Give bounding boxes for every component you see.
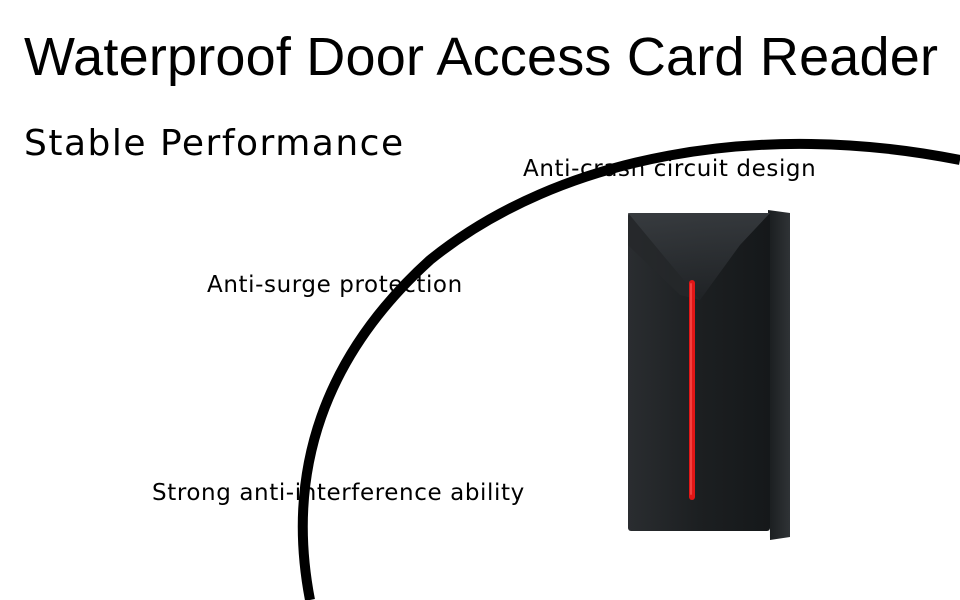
card-reader-image xyxy=(628,210,790,540)
device-side-face xyxy=(768,210,790,540)
page-title: Waterproof Door Access Card Reader xyxy=(24,27,939,87)
device-body xyxy=(628,213,770,531)
indicator-highlight xyxy=(690,283,692,495)
page-subtitle: Stable Performance xyxy=(24,123,405,164)
feature-anti-interference: Strong anti-interference ability xyxy=(152,480,525,506)
device-left-bevel xyxy=(628,213,700,300)
feature-anti-crash: Anti-crash circuit design xyxy=(523,156,817,182)
feature-anti-surge: Anti-surge protection xyxy=(207,272,463,298)
device-top-bevel xyxy=(628,213,770,300)
